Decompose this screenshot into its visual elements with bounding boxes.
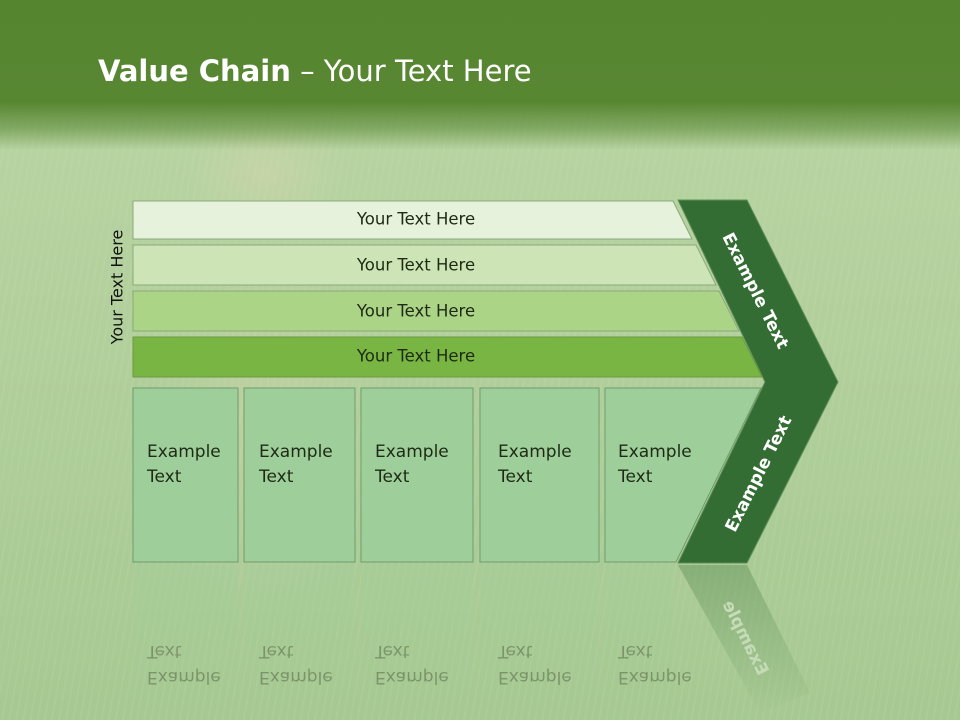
- reflection-text-2: Text: [258, 641, 294, 661]
- box-4-line-1: Example: [498, 442, 572, 462]
- row-shape-3: [132, 290, 740, 332]
- activity-box-1: [132, 387, 239, 563]
- box-1-line-1: Example: [147, 442, 221, 462]
- reflection-box-2: [244, 565, 355, 715]
- reflection-shapes: Text Example Text Example Text Example T…: [133, 565, 810, 715]
- title-bold: Value Chain: [98, 54, 291, 88]
- row-shape-1: [132, 200, 693, 240]
- box-3-line-2: Text: [375, 467, 410, 487]
- diagram-reflection: Text Example Text Example Text Example T…: [0, 563, 960, 720]
- row-shape-2: [132, 244, 717, 286]
- box-1-line-2: Text: [147, 467, 182, 487]
- box-2-line-1: Example: [259, 442, 333, 462]
- reflection-text-4b: Example: [498, 667, 572, 687]
- row-label-2: Your Text Here: [356, 256, 475, 275]
- row-label-4: Your Text Here: [356, 347, 475, 366]
- activity-box-5: [604, 387, 762, 563]
- row-shape-4: [132, 336, 763, 378]
- box-5-line-1: Example: [618, 442, 692, 462]
- reflection-text-1: Text: [146, 641, 182, 661]
- row-label-3: Your Text Here: [356, 302, 475, 321]
- activity-box-text-1: Example Text: [147, 440, 251, 490]
- activity-box-text-3: Example Text: [375, 440, 479, 490]
- reflection-box-1: [133, 565, 238, 715]
- box-2-line-2: Text: [259, 467, 294, 487]
- row-label-1: Your Text Here: [356, 210, 475, 229]
- reflection-box-5: [605, 565, 673, 715]
- activity-box-text-4: Example Text: [498, 440, 602, 490]
- activity-box-text-2: Example Text: [259, 440, 363, 490]
- reflection-box-3: [361, 565, 473, 715]
- chevron-arrow: [677, 199, 839, 564]
- activity-box-3: [360, 387, 474, 563]
- reflection-chevron: [678, 565, 810, 713]
- slide-title: Value Chain – Your Text Here: [98, 54, 532, 88]
- reflection-text-3b: Example: [375, 667, 449, 687]
- box-3-line-1: Example: [375, 442, 449, 462]
- box-4-line-2: Text: [498, 467, 533, 487]
- reflection-text-5: Text: [617, 641, 653, 661]
- reflection-text-5b: Example: [618, 667, 692, 687]
- reflection-box-4: [480, 565, 599, 715]
- box-5-line-2: Text: [618, 467, 653, 487]
- reflection-text-4: Text: [497, 641, 533, 661]
- title-banner: [0, 0, 960, 150]
- reflection-text-3: Text: [374, 641, 410, 661]
- reflection-text-1b: Example: [147, 667, 221, 687]
- activity-box-text-5: Example Text: [618, 440, 722, 490]
- activity-box-2: [243, 387, 356, 563]
- activity-box-4: [479, 387, 600, 563]
- reflection-text-2b: Example: [259, 667, 333, 687]
- title-rest: – Your Text Here: [290, 54, 532, 88]
